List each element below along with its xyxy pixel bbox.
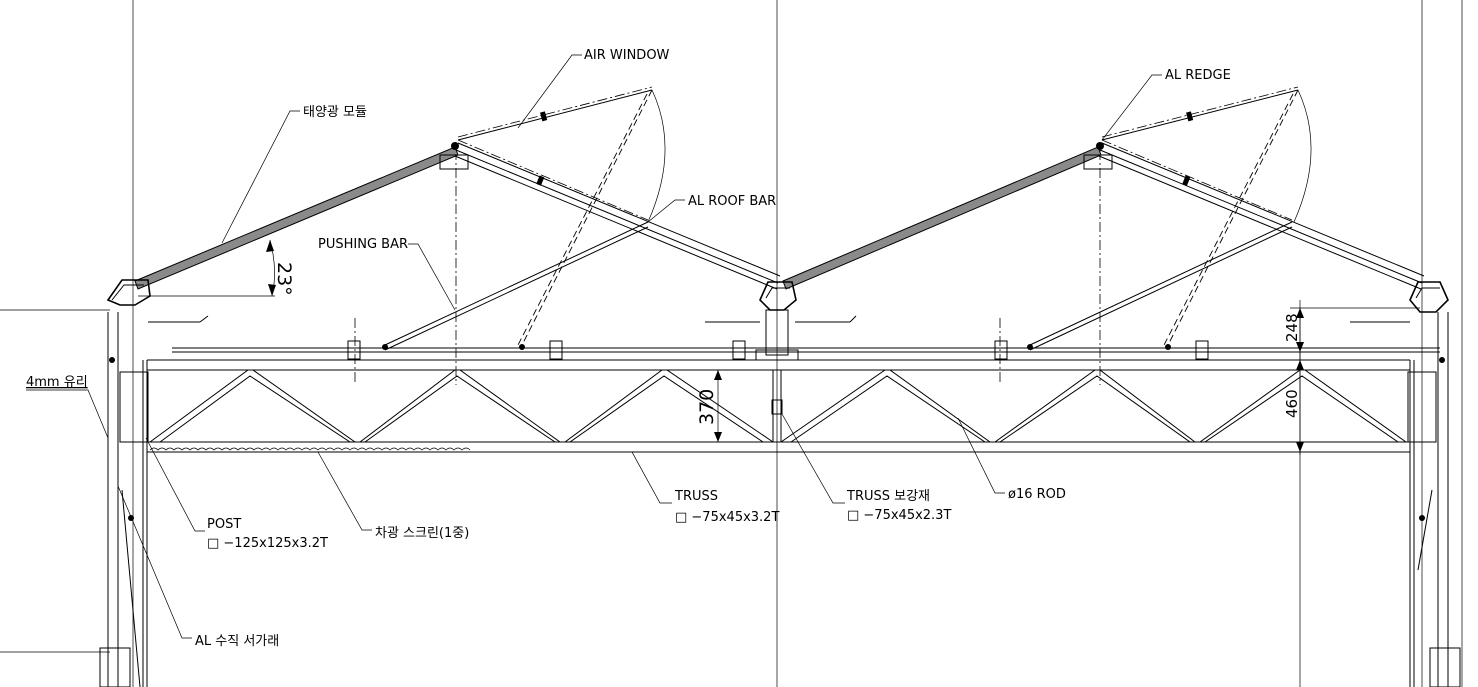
label-post-spec: □ −125x125x3.2T — [207, 536, 328, 551]
label-pushing-bar: PUSHING BAR — [318, 237, 408, 252]
label-truss: TRUSS — [674, 489, 718, 504]
dimension-roof-angle: 23° — [273, 262, 295, 296]
label-al-redge: AL REDGE — [1165, 68, 1231, 83]
label-solar-module: 태양광 모듈 — [303, 105, 367, 120]
label-air-window: AIR WINDOW — [584, 48, 670, 63]
label-truss-brace: TRUSS 보강재 — [846, 489, 930, 504]
label-truss-brace-spec: □ −75x45x2.3T — [847, 508, 951, 523]
leader-lines — [26, 54, 1162, 639]
label-shade-screen: 차광 스크린(1중) — [375, 526, 469, 541]
truss — [147, 359, 1410, 453]
dimension-truss-depth: 370 — [696, 389, 718, 425]
dimension-truss-height: 460 — [1283, 389, 1301, 418]
gutters — [106, 279, 1449, 361]
posts — [99, 312, 1461, 687]
roof-left-bay — [134, 86, 781, 351]
solar-module-left — [134, 146, 459, 290]
label-post: POST — [207, 517, 241, 532]
dimension-lines — [714, 307, 1420, 455]
solar-module-right — [782, 146, 1102, 290]
label-al-roof-bar: AL ROOF BAR — [688, 194, 776, 209]
pushing-bar-rail — [172, 340, 1440, 360]
label-glass: 4mm 유리 — [26, 375, 88, 390]
dimension-top-clearance: 248 — [1283, 313, 1301, 342]
roof-right-bay — [782, 86, 1425, 351]
label-al-vertical-frame: AL 수직 서가래 — [195, 634, 279, 649]
annotations: AIR WINDOW AL REDGE 태양광 모듈 AL ROOF BAR P… — [26, 48, 1301, 649]
label-rod: ø16 ROD — [1008, 487, 1066, 502]
label-truss-spec: □ −75x45x3.2T — [675, 510, 779, 525]
